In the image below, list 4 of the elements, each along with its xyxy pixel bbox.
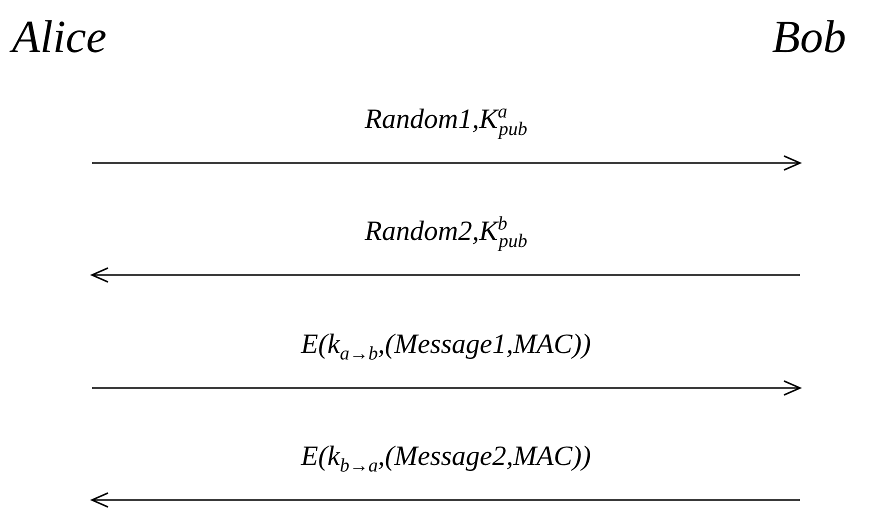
participant-name: Bob — [772, 14, 846, 60]
message-label: E(k$_{b→a}$,(Message2,MAC)) — [301, 440, 591, 474]
message-label: E(k$_{a→b}$,(Message1,MAC)) — [301, 328, 591, 362]
participant-name: Alice — [12, 14, 106, 60]
